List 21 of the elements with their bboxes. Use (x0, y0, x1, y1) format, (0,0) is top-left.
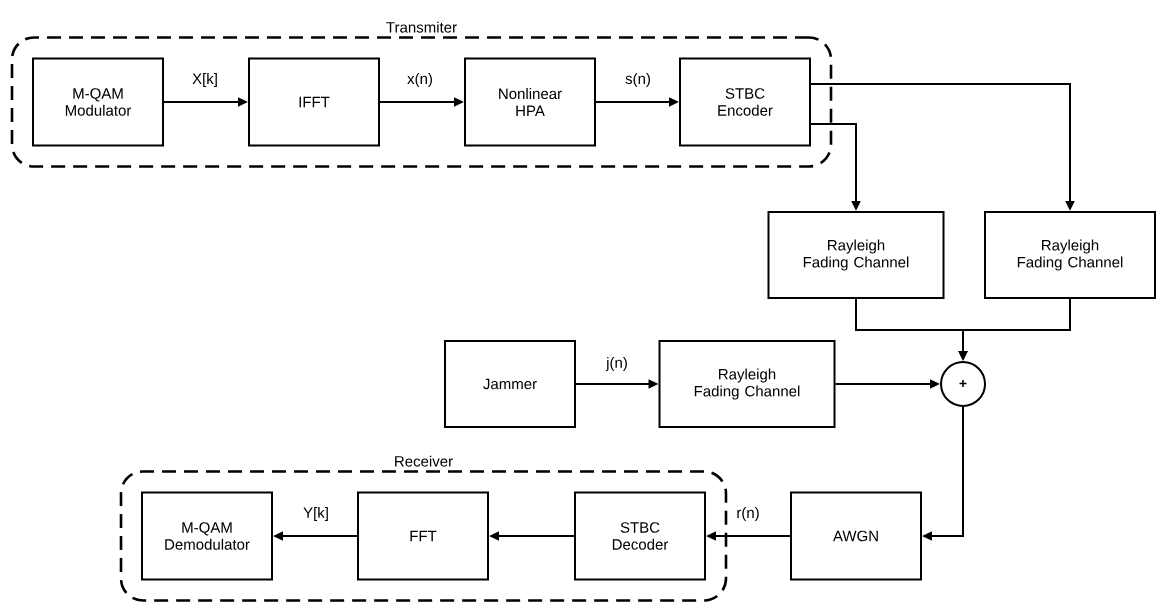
process-box: FFT (357, 491, 489, 581)
process-box: IFFT (248, 57, 380, 147)
edge-label: Y[k] (302, 506, 330, 522)
process-box: Rayleigh Fading Channel (658, 340, 836, 428)
edge-label: r(n) (735, 506, 761, 522)
edge-label: x(n) (406, 72, 434, 88)
edge-label: s(n) (624, 72, 652, 88)
process-box: M-QAM Modulator (32, 57, 164, 147)
process-box: AWGN (790, 491, 922, 581)
process-box: STBC Decoder (574, 491, 706, 581)
process-box: Jammer (444, 340, 576, 428)
process-box: Rayleigh Fading Channel (767, 211, 945, 299)
node-label: Transmiter (386, 21, 457, 33)
node-label: Receiver (395, 455, 453, 467)
edge-label: X[k] (191, 72, 219, 88)
process-box: M-QAM Demodulator (141, 491, 273, 581)
process-box: STBC Encoder (679, 57, 811, 147)
process-box: Rayleigh Fading Channel (984, 211, 1156, 299)
process-box: Nonlinear HPA (464, 57, 596, 147)
summing-junction: + (940, 361, 986, 407)
edge-label: j(n) (605, 356, 629, 372)
